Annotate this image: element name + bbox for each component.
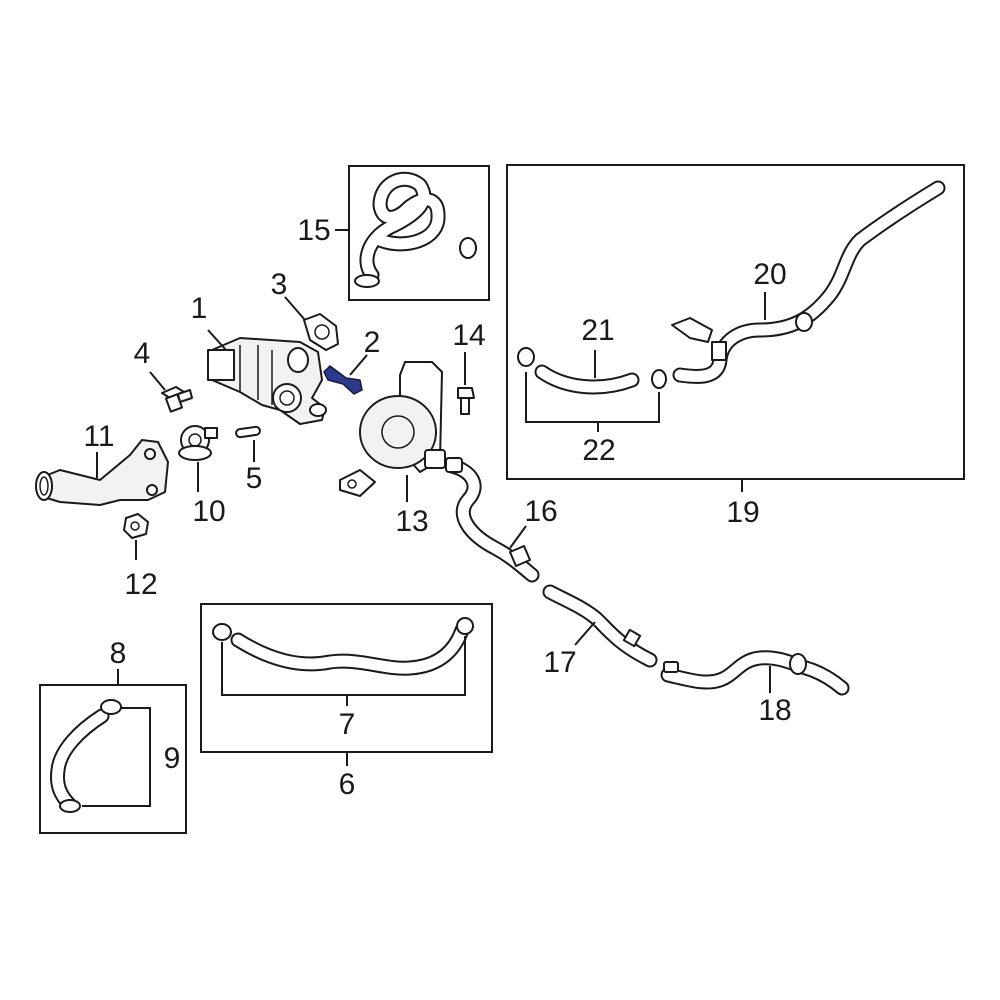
clamp-8-bottom[interactable] [59,799,81,813]
callout-17: 17 [543,646,576,679]
water-pump-13[interactable] [339,361,446,497]
callout-21: 21 [581,314,614,347]
callout-10: 10 [192,495,225,528]
callout-8: 8 [110,637,127,670]
clamp-6-left[interactable] [212,623,232,641]
clamp-22-left[interactable] [517,347,535,367]
callout-13: 13 [395,505,428,538]
callout-1: 1 [191,292,208,325]
clamp-8-top[interactable] [100,699,122,715]
bracket-2[interactable] [323,365,363,395]
callout-15: 15 [297,214,330,247]
callout-12: 12 [124,568,157,601]
pipe-18[interactable] [660,650,850,696]
callout-6: 6 [339,768,356,801]
pin-5[interactable] [235,425,261,439]
hose-7[interactable] [230,622,470,676]
hose-9[interactable] [50,708,110,813]
bolt-4[interactable] [161,386,193,413]
callout-19: 19 [726,496,759,529]
callout-11: 11 [83,420,114,453]
callout-18: 18 [758,694,791,727]
thermostat-housing-1[interactable] [207,337,327,425]
clamp-6-right[interactable] [456,617,474,635]
group-frame-19 [506,164,965,480]
callout-14: 14 [452,319,485,352]
callout-20: 20 [753,258,786,291]
coolant-pipe-16[interactable] [444,457,540,583]
bolt-14[interactable] [457,387,475,415]
callout-5: 5 [246,462,263,495]
hose-21[interactable] [534,364,640,395]
group-frame-8 [39,684,187,834]
group-frame-15 [348,165,490,301]
pipe-17[interactable] [542,584,658,668]
thermostat-10[interactable] [178,425,218,461]
nut-12[interactable] [123,513,149,539]
callout-9: 9 [164,742,181,775]
hose-kit-15[interactable] [354,171,477,288]
pipe-20[interactable] [671,180,946,384]
callout-22: 22 [582,434,615,467]
clamp-22-right[interactable] [651,369,667,389]
callout-16: 16 [524,495,557,528]
callout-4: 4 [134,337,151,370]
gasket-3[interactable] [303,313,339,351]
callout-2: 2 [364,326,381,359]
water-outlet-11[interactable] [35,439,169,506]
callout-7: 7 [339,708,356,741]
leader-lines [82,229,771,807]
callout-3: 3 [271,268,288,301]
